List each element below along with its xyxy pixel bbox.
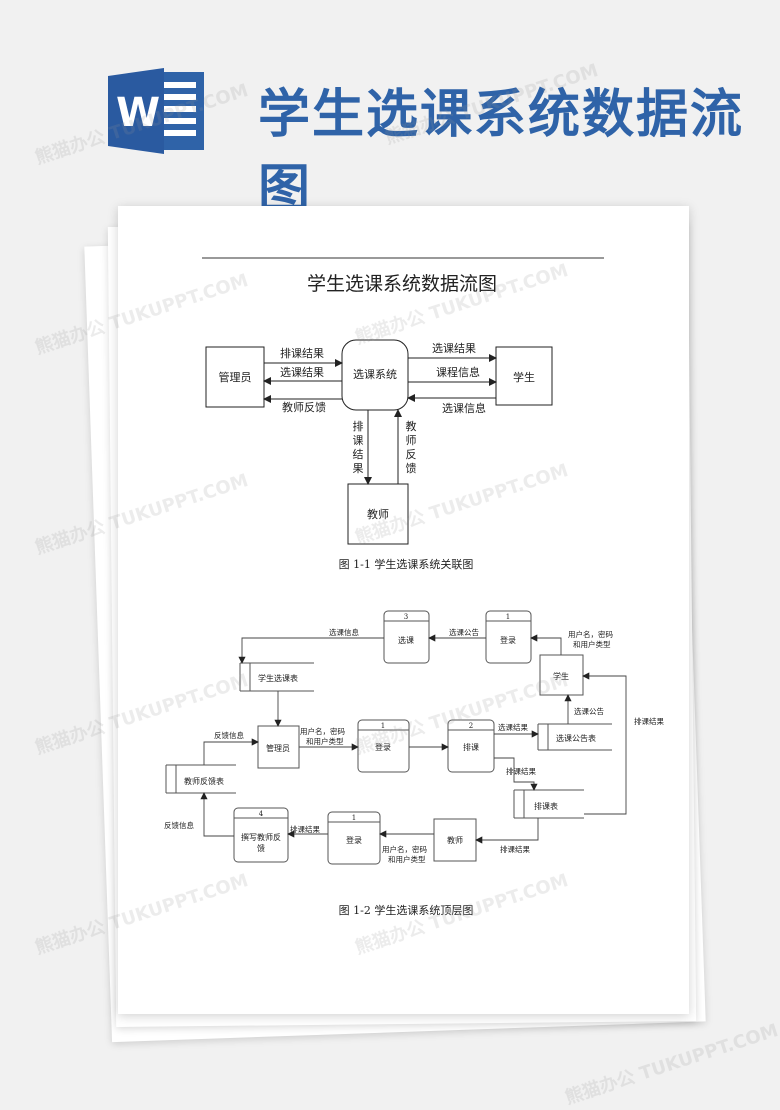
document-title: 学生选课系统数据流图: [307, 273, 497, 295]
flow-arrow: [530, 634, 562, 655]
figure-caption-1: 图 1-1 学生选课系统关联图: [339, 557, 474, 571]
process-number: 3: [404, 613, 408, 621]
system-process-label: 选课系统: [353, 368, 397, 381]
process-label: 选课: [398, 635, 414, 645]
process-label: 馈: [257, 843, 265, 853]
word-icon: W: [108, 68, 204, 154]
teacher-entity-label: 教师: [367, 508, 389, 521]
svg-text:W: W: [116, 90, 160, 136]
flow-label: 排课结果: [506, 766, 536, 776]
process-number: 1: [506, 613, 510, 621]
flow-arrow: [475, 818, 539, 844]
flow-label: 排课结果: [290, 824, 320, 834]
process-number: 2: [469, 722, 473, 730]
system-process: [341, 339, 409, 411]
process-label: 登录: [346, 835, 362, 845]
flow-label: 教师反馈: [282, 401, 326, 414]
flow-label: 用户名，密码: [300, 726, 345, 736]
flow-arrow: [203, 738, 259, 765]
student-entity-label: 学生: [513, 370, 535, 384]
flow-label-vertical: 教师反馈: [406, 420, 417, 475]
flow-label: 选课结果: [280, 366, 324, 379]
watermark: 熊猫办公 TUKUPPT.COM: [562, 1020, 780, 1109]
flow-label: 和用户类型: [573, 639, 611, 649]
admin-entity-label: 管理员: [219, 370, 252, 384]
document-page: 学生选课系统数据流图 管理员 选课系统 学生 教师 排课结果 选课结果 教师反馈…: [118, 206, 689, 1014]
flow-label: 用户名，密码: [568, 629, 613, 639]
flow-label: 和用户类型: [388, 854, 426, 864]
flow-label: 排课结果: [634, 716, 664, 726]
flow-label: 反馈信息: [214, 730, 244, 740]
data-store: [513, 789, 584, 819]
process-label: 登录: [500, 635, 516, 645]
process-label: 登录: [375, 742, 391, 752]
teacher-entity: [347, 483, 409, 545]
entity-label: 教师: [447, 835, 463, 845]
flow-label-vertical: 排课结果: [353, 419, 364, 475]
store-label: 选课公告表: [556, 733, 596, 743]
store-label: 排课表: [534, 801, 558, 811]
document-canvas: 学生选课系统数据流图 管理员 选课系统 学生 教师 排课结果 选课结果 教师反馈…: [164, 257, 664, 917]
flow-arrow: [200, 792, 234, 837]
flow-arrow: [238, 637, 384, 664]
process-number: 1: [381, 722, 385, 730]
flow-label: 排课结果: [280, 346, 324, 360]
entity-label: 学生: [553, 671, 569, 681]
flow-arrow: [494, 757, 538, 791]
flow-label: 选课信息: [442, 401, 486, 415]
flow-label: 用户名，密码: [382, 844, 427, 854]
flow-label: 选课结果: [432, 342, 476, 355]
process-label: 撰写教师反: [241, 832, 281, 842]
flow-label: 排课结果: [500, 844, 530, 854]
flow-label: 选课信息: [329, 627, 359, 637]
banner-title: 学生选课系统数据流图: [258, 84, 745, 220]
data-store: [165, 764, 236, 794]
process-number: 1: [352, 814, 356, 822]
process-box: [327, 811, 381, 865]
store-label: 学生选课表: [258, 673, 298, 683]
store-label: 教师反馈表: [184, 776, 224, 786]
flow-label: 课程信息: [436, 365, 480, 379]
flow-label: 选课结果: [498, 722, 528, 732]
flow-label: 选课公告: [449, 627, 479, 637]
figure-caption-2: 图 1-2 学生选课系统顶层图: [339, 903, 474, 917]
flow-arrow: [582, 672, 627, 815]
banner: W 学生选课系统数据流图: [0, 0, 780, 220]
student-entity: [495, 346, 553, 406]
data-store: [239, 662, 314, 692]
flow-label: 反馈信息: [164, 820, 194, 830]
entity-label: 管理员: [266, 743, 290, 753]
flow-label: 和用户类型: [306, 736, 344, 746]
flow-label: 选课公告: [574, 706, 604, 716]
top-level-diagram: 3 选课 1 登录 学生 学生选课表 管理员 1 登录 2: [164, 610, 664, 917]
context-diagram: 管理员 选课系统 学生 教师 排课结果 选课结果 教师反馈 选课结果 课程信息 …: [205, 339, 553, 571]
process-number: 4: [259, 810, 264, 818]
process-label: 排课: [463, 742, 479, 752]
